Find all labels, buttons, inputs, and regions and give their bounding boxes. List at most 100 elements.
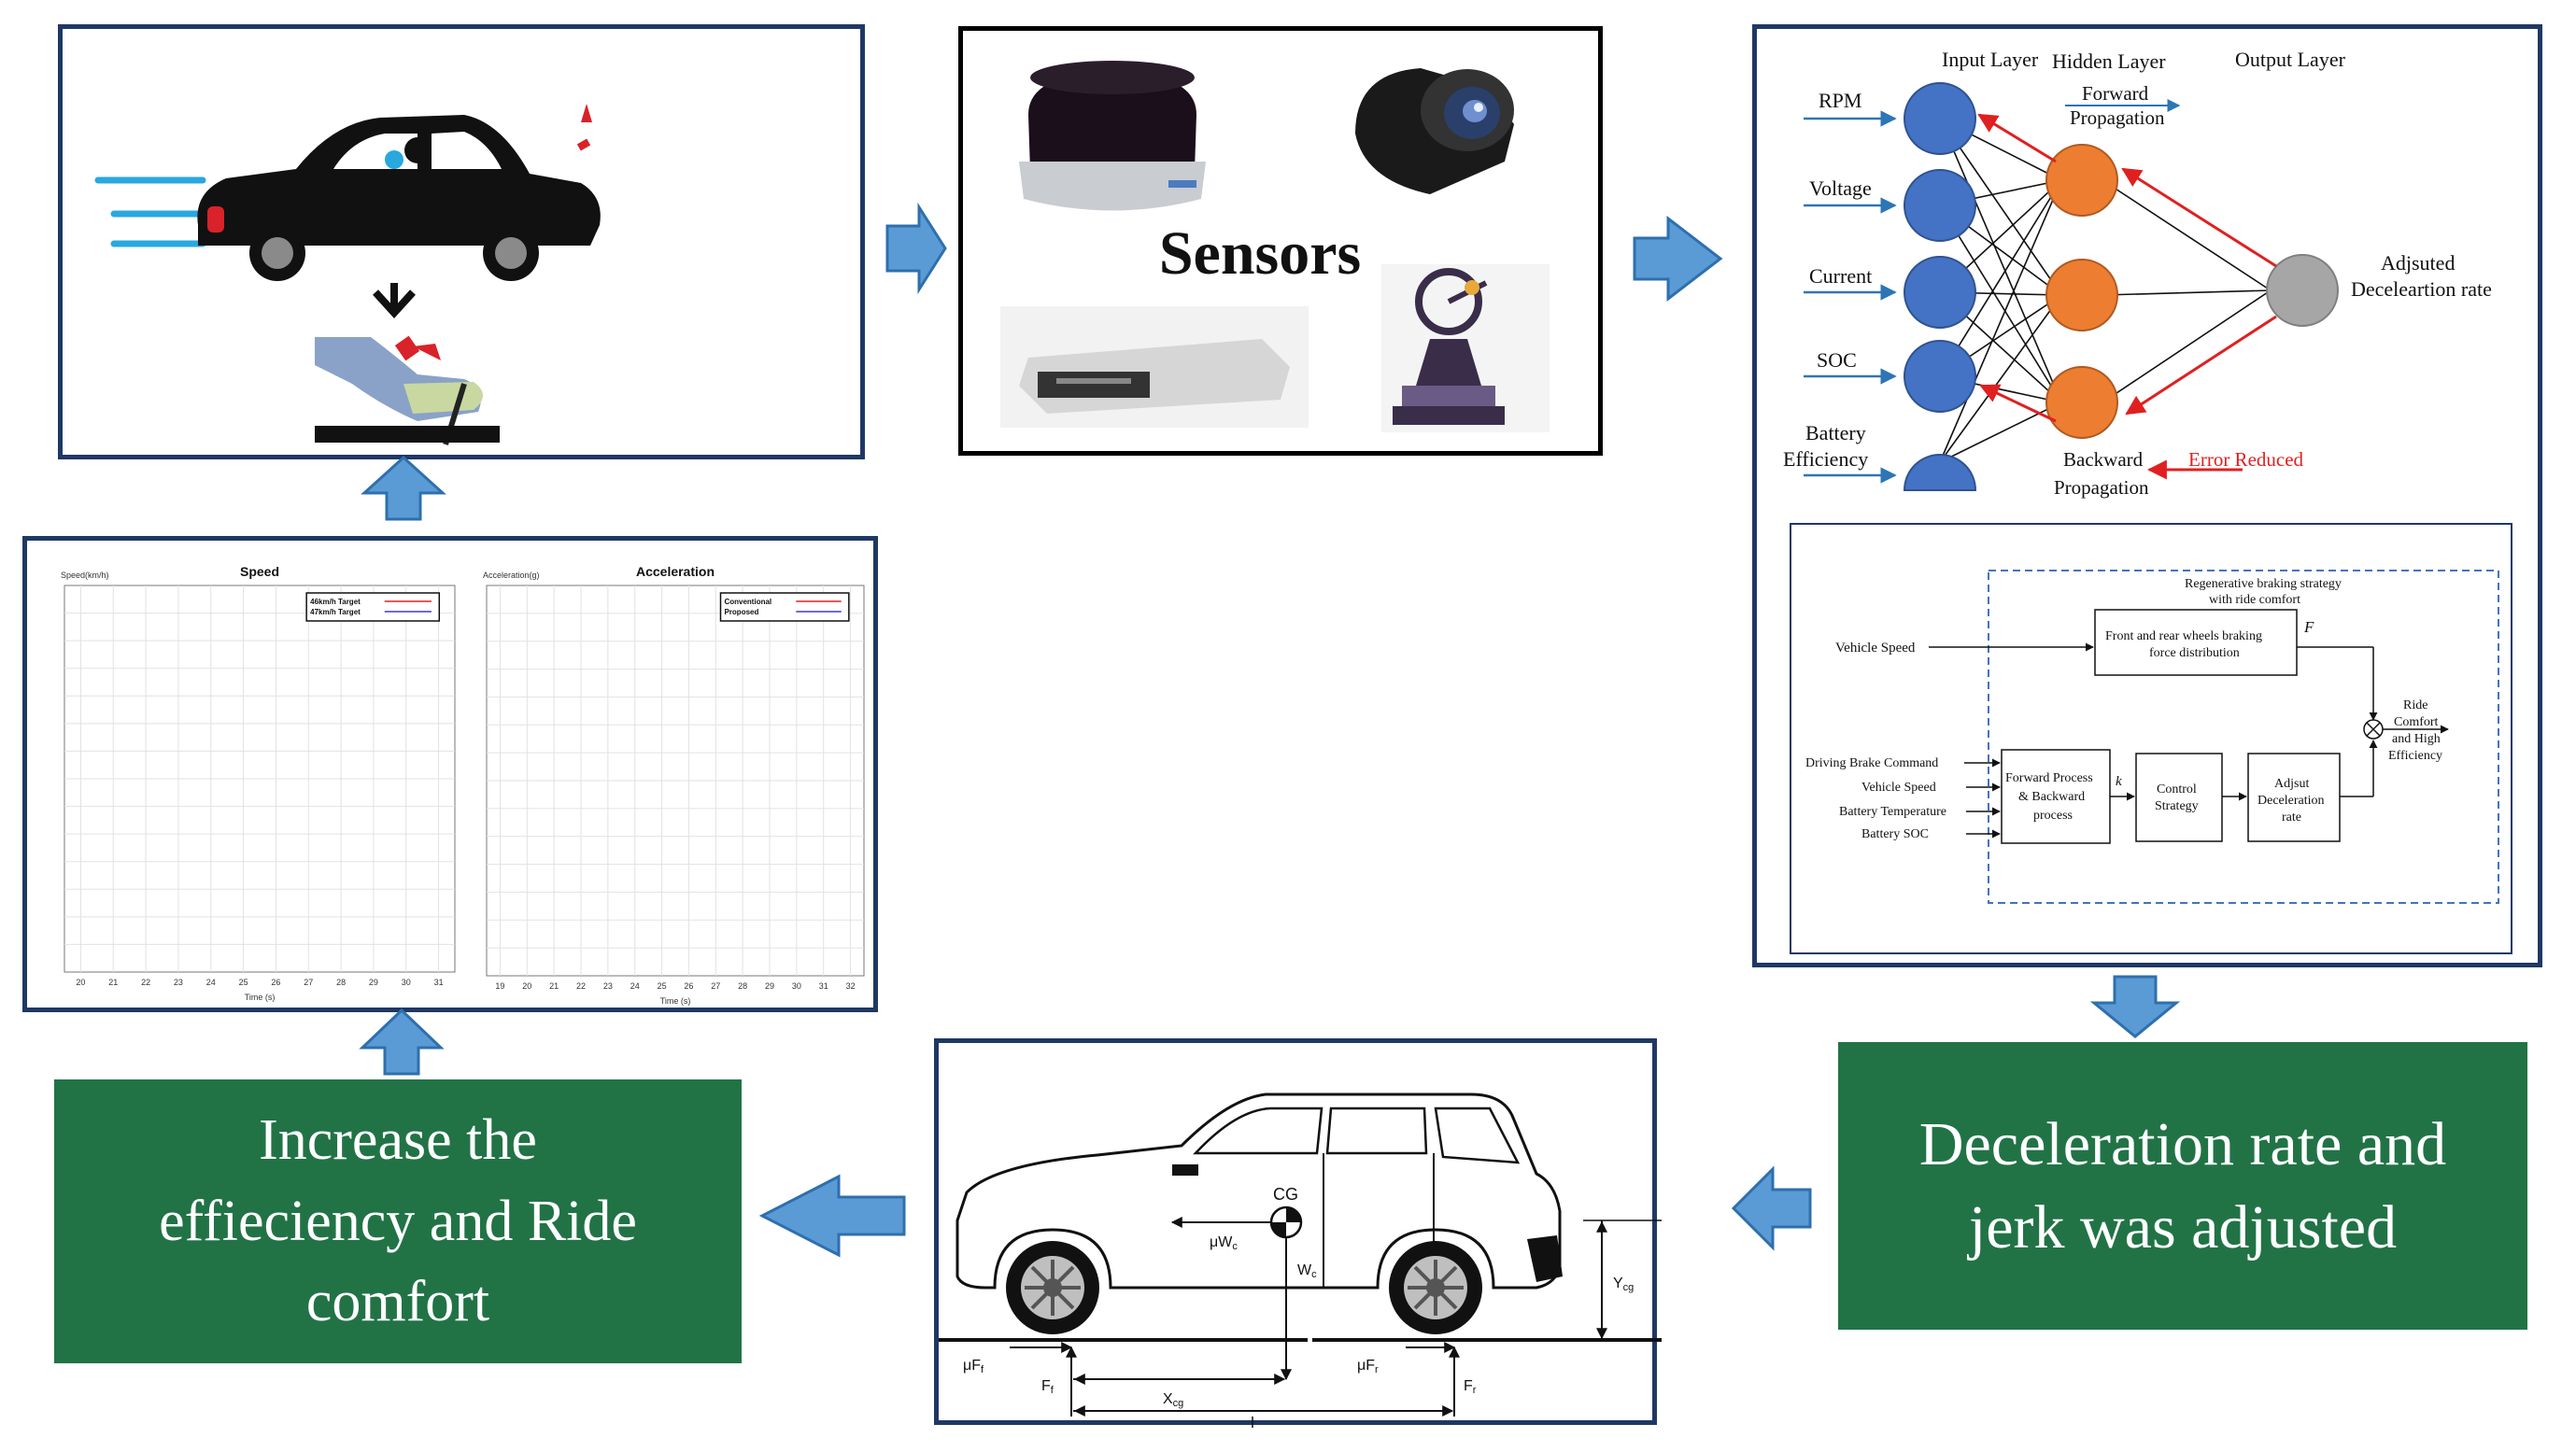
arrow-up-2 [361,455,446,521]
backward-propagation-label: Propagation [2054,476,2149,499]
input-node [1904,169,1976,242]
backward-label: Backward [2063,448,2144,471]
rear-wheel-icon [1389,1241,1482,1334]
adjust-2: Deceleration [2258,794,2325,808]
speed-x-tick: 30 [402,978,411,987]
front-wheel-icon [1006,1241,1099,1334]
brake-distribution-1: Front and rear wheels braking [2105,629,2262,643]
accel-x-tick: 28 [738,981,747,991]
increase-efficiency-box: Increase the effieciency and Ride comfor… [54,1079,742,1363]
wc-label: Wc [1297,1262,1317,1280]
control-strategy-1: Control [2157,782,2197,796]
speed-x-tick: 26 [271,978,280,987]
xcg-label: Xcg [1163,1391,1183,1409]
strategy-group-title-2: with ride comfort [2209,593,2300,607]
accel-legend-label: Proposed [724,608,758,616]
result-line-2: jerk was adjusted [1968,1193,2398,1262]
speed-ylabel: Speed(km/h) [61,571,109,580]
ride-comfort-3: and High [2392,732,2441,746]
output-layer-label: Output Layer [2235,48,2346,71]
sensors-panel: Sensors [958,26,1603,456]
camera-sensor-icon [1355,68,1514,194]
speed-legend [305,592,441,622]
strategy-input-temp: Battery Temperature [1839,805,1946,819]
vehicle-force-diagram: CG μWc Wc Ycg μFf Ff μFr Fr Xcg [939,1093,1662,1428]
increase-line-3: comfort [305,1270,490,1334]
ride-comfort-1: Ride [2403,698,2427,712]
accel-x-tick: 22 [576,981,586,991]
accel-x-tick: 29 [765,981,774,991]
input-battery: Battery [1805,421,1866,444]
radar-dish-icon [1381,264,1550,432]
ride-comfort-4: Efficiency [2388,749,2442,763]
speed-x-tick: 20 [76,978,85,987]
arrow-right-2 [1633,215,1723,303]
speed-x-tick: 24 [206,978,216,987]
cg-label: CG [1273,1185,1298,1204]
accel-x-tick: 26 [684,981,693,991]
input-node [1903,454,1977,491]
strategy-input-soc: Battery SOC [1861,827,1929,841]
lidar-sensor-icon [1019,61,1206,211]
forward-propagation-label: Propagation [2070,106,2165,129]
ride-comfort-2: Comfort [2394,715,2439,729]
speed-x-tick: 23 [174,978,183,987]
uff-label: μFf [963,1358,984,1375]
neural-network-diagram: Input Layer Hidden Layer Output Layer Fo… [1783,48,2512,954]
speed-x-tick: 22 [141,978,150,987]
result-line-1: Deceleration rate and [1918,1109,2447,1178]
vehicle-dynamics-panel: CG μWc Wc Ycg μFf Ff μFr Fr Xcg [934,1038,1662,1428]
speed-title: Speed [240,564,279,579]
fb-process-3: process [2033,809,2073,823]
input-efficiency: Efficiency [1783,447,1868,471]
input-rpm: RPM [1819,89,1861,112]
strategy-input-brake: Driving Brake Command [1805,756,1938,770]
adjust-3: rate [2282,811,2301,825]
output-node [2266,254,2339,327]
accel-title: Acceleration [636,564,715,579]
accel-x-tick: 19 [495,981,504,991]
speed-acceleration-charts: 20 21 22 23 24 25 26 27 28 29 30 31 Speed Speed(km/h)… [61,564,865,1006]
accel-x-tick: 24 [630,981,640,991]
input-node [1904,340,1976,413]
accel-legend-label: Conventional [724,598,771,606]
speed-x-tick: 28 [336,978,346,987]
adjust-1: Adjsut [2274,777,2309,791]
accel-x-tick: 27 [711,981,720,991]
speed-legend-label: 47km/h Target [310,608,361,616]
car-braking-panel [58,24,865,459]
strategy-group-title-1: Regenerative braking strategy [2185,577,2342,591]
brake-distribution-2: force distribution [2149,646,2240,660]
speed-x-tick: 29 [369,978,378,987]
ff-label: F [2303,618,2314,636]
output-label-2: Deceleartion rate [2351,277,2492,301]
accel-x-tick: 31 [819,981,828,991]
strategy-input-speed: Vehicle Speed [1861,781,1936,795]
speed-x-tick: 25 [239,978,248,987]
accel-x-tick: 30 [792,981,801,991]
k-label: k [2116,774,2122,789]
arrow-left-2 [758,1174,906,1258]
speed-legend-label: 46km/h Target [310,598,361,606]
accel-x-tick: 25 [658,981,667,991]
arrow-down-1 [2089,975,2181,1038]
accel-legend [719,592,850,622]
speed-x-tick: 21 [108,978,118,987]
deceleration-adjusted-box: Deceleration rate and jerk was adjusted [1838,1042,2527,1330]
braking-car-illustration [94,104,601,445]
arrow-right-1 [885,202,947,295]
neural-network-panel: Input Layer Hidden Layer Output Layer Fo… [1752,24,2542,967]
accel-x-tick: 20 [522,981,531,991]
fr-force-label: Fr [1464,1378,1477,1396]
input-soc: SOC [1817,348,1857,372]
arrow-up-1 [359,1008,445,1076]
increase-efficiency-text: Increase the effieciency and Ride comfor… [159,1100,637,1343]
sensors-title: Sensors [1159,219,1361,288]
uwc-label: μWc [1210,1234,1238,1252]
input-voltage: Voltage [1809,176,1872,200]
input-layer-label: Input Layer [1942,48,2039,71]
accel-x-tick: 32 [846,981,856,991]
accel-xlabel: Time (s) [660,996,691,1006]
fb-process-2: & Backward [2018,790,2085,804]
hidden-node [2045,366,2118,439]
